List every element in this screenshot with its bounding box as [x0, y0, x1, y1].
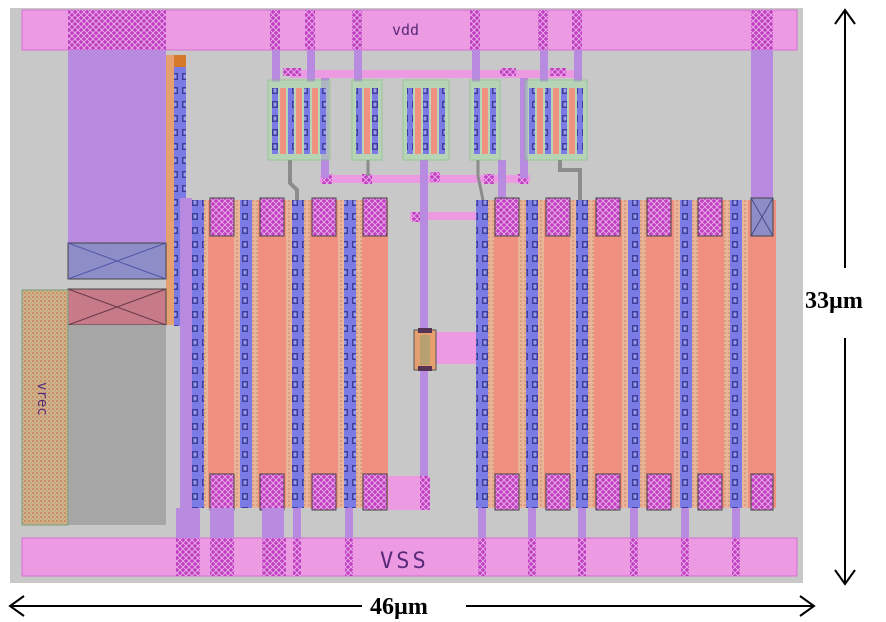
height-dimension [834, 8, 856, 586]
via [412, 212, 420, 222]
vertical-route [420, 368, 428, 478]
small-transistor [524, 79, 588, 161]
vss-rail-contact [293, 538, 301, 576]
vertical-route [354, 50, 362, 82]
arrow-right-icon [799, 595, 816, 617]
via [420, 476, 430, 510]
vdd-rail-contact [68, 10, 166, 50]
vss-rail [21, 537, 798, 577]
vdd-rail-contact [751, 10, 773, 50]
vss-rail-contact [578, 538, 586, 576]
height-label: 33µm [805, 288, 863, 314]
top-interconnect-bar [410, 212, 520, 220]
vss-rail-contact [176, 538, 200, 576]
vertical-route [520, 78, 528, 178]
vdd-rail-contact [270, 10, 280, 50]
vdd-rail-contact [352, 10, 362, 50]
center-device-pin [418, 328, 432, 333]
small-transistor [351, 79, 383, 161]
large-transistor-array-right [476, 197, 776, 538]
via [322, 174, 332, 184]
vdd-rail-contact [305, 10, 315, 50]
vss-rail-contact [345, 538, 353, 576]
vertical-route [498, 160, 506, 200]
vdd-rail-contact [538, 10, 548, 50]
vertical-route [420, 160, 428, 338]
vertical-route [574, 50, 582, 82]
via [430, 172, 440, 182]
via [484, 174, 494, 184]
via [500, 68, 516, 76]
left-orange-tab [174, 55, 186, 67]
cap-box-lower-cross [67, 288, 167, 326]
vertical-route [751, 50, 773, 200]
center-device-pin [418, 366, 432, 371]
poly-route [288, 160, 299, 205]
small-transistor [402, 79, 450, 161]
arrow-down-icon [834, 569, 856, 586]
vertical-route [272, 50, 280, 82]
vdd-label: vdd [392, 21, 419, 39]
vdd-rail-contact [572, 10, 582, 50]
top-interconnect-bar [290, 70, 574, 78]
vss-rail-contact [732, 538, 740, 576]
left-metal-strip [166, 55, 174, 325]
large-transistor-array-left [176, 197, 388, 538]
vss-rail-contact [681, 538, 689, 576]
vss-rail-contact [478, 538, 486, 576]
center-interconnect [428, 332, 483, 364]
cap-box-upper-cross [67, 242, 167, 280]
vertical-route [540, 50, 548, 82]
via [362, 174, 372, 184]
vss-rail-contact [262, 538, 286, 576]
vertical-route [472, 50, 480, 82]
arrow-up-icon [834, 8, 856, 25]
vrec-label: vrec [34, 382, 50, 416]
vrec-pad [21, 289, 69, 526]
center-device-core [420, 335, 430, 365]
width-label: 46µm [370, 594, 428, 620]
vertical-route [307, 50, 315, 82]
well-grey-region [68, 325, 166, 525]
left-metal-plate [68, 50, 166, 245]
small-transistor [267, 79, 331, 161]
vss-rail-contact [528, 538, 536, 576]
vss-rail-contact [210, 538, 234, 576]
width-dimension [8, 595, 816, 617]
via [550, 68, 566, 76]
vdd-rail-contact [470, 10, 480, 50]
vss-label: VSS [380, 549, 429, 574]
small-transistor [469, 79, 501, 161]
via [283, 68, 301, 76]
vss-rail-contact [630, 538, 638, 576]
poly-route [476, 160, 485, 201]
via [518, 174, 528, 184]
arrow-left-icon [8, 595, 25, 617]
poly-route [558, 160, 582, 205]
